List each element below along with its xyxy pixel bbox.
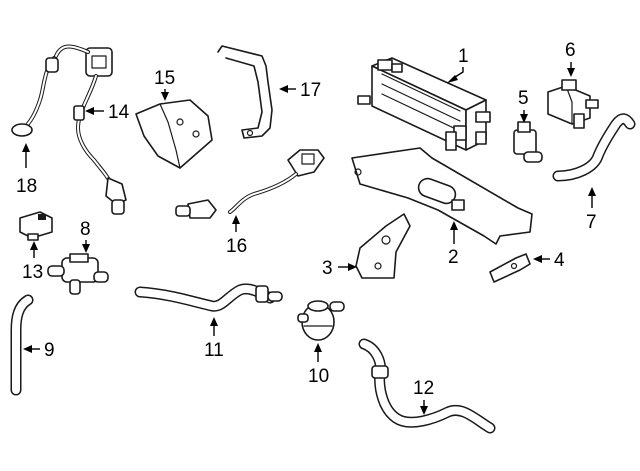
callout-label: 8 (80, 219, 91, 240)
callout-12: 12 (413, 378, 434, 415)
callout-18: 18 (16, 143, 37, 197)
callout-7: 7 (586, 187, 597, 233)
callout-5: 5 (518, 88, 529, 123)
part-18-sensor[interactable] (11, 56, 59, 137)
callout-label: 17 (300, 80, 321, 101)
callout-label: 18 (16, 176, 37, 197)
callout-8: 8 (80, 219, 91, 253)
callout-label: 3 (322, 258, 333, 279)
callout-6: 6 (565, 40, 576, 77)
callout-13: 13 (22, 241, 43, 283)
callout-label: 10 (308, 366, 329, 387)
callout-label: 9 (44, 340, 55, 361)
callout-9: 9 (23, 340, 55, 361)
callout-label: 15 (154, 68, 175, 89)
callout-label: 12 (413, 378, 434, 399)
part-11-hose[interactable] (134, 283, 283, 312)
callout-label: 2 (448, 247, 459, 268)
callout-label: 14 (108, 102, 130, 123)
part-3-bracket[interactable] (355, 213, 411, 279)
part-17-bracket[interactable] (217, 45, 273, 139)
callout-label: 5 (518, 88, 529, 109)
callout-17: 17 (279, 80, 321, 101)
part-7-hose[interactable] (552, 113, 636, 182)
callout-11: 11 (204, 317, 224, 361)
part-9-hose[interactable] (10, 294, 34, 396)
callout-2: 2 (448, 221, 459, 268)
callout-label: 6 (565, 40, 576, 61)
callout-10: 10 (308, 343, 329, 387)
callout-1: 1 (447, 46, 469, 83)
part-8-valve[interactable] (47, 253, 109, 295)
callout-label: 1 (458, 46, 469, 67)
part-2-bracket[interactable] (351, 147, 533, 245)
part-16-sensor[interactable] (175, 149, 325, 219)
part-5-valve[interactable] (513, 121, 543, 163)
part-12-hose[interactable] (358, 338, 496, 434)
part-10-valve[interactable] (297, 300, 345, 341)
callout-4: 4 (533, 250, 565, 271)
callout-16: 16 (226, 215, 247, 257)
callout-3: 3 (322, 258, 357, 279)
part-13-sensor[interactable] (19, 211, 53, 241)
part-14-sensor[interactable] (54, 44, 127, 215)
part-6-solenoid[interactable] (547, 79, 599, 129)
callout-label: 11 (204, 340, 224, 361)
callout-label: 4 (554, 250, 565, 271)
callout-14: 14 (85, 102, 130, 123)
part-15-shield[interactable] (135, 99, 213, 169)
callout-label: 16 (226, 236, 247, 257)
callout-15: 15 (154, 68, 175, 101)
part-4-bracket[interactable] (489, 253, 531, 283)
part-1-canister[interactable] (357, 57, 491, 151)
callout-label: 13 (22, 262, 43, 283)
callout-label: 7 (586, 212, 597, 233)
